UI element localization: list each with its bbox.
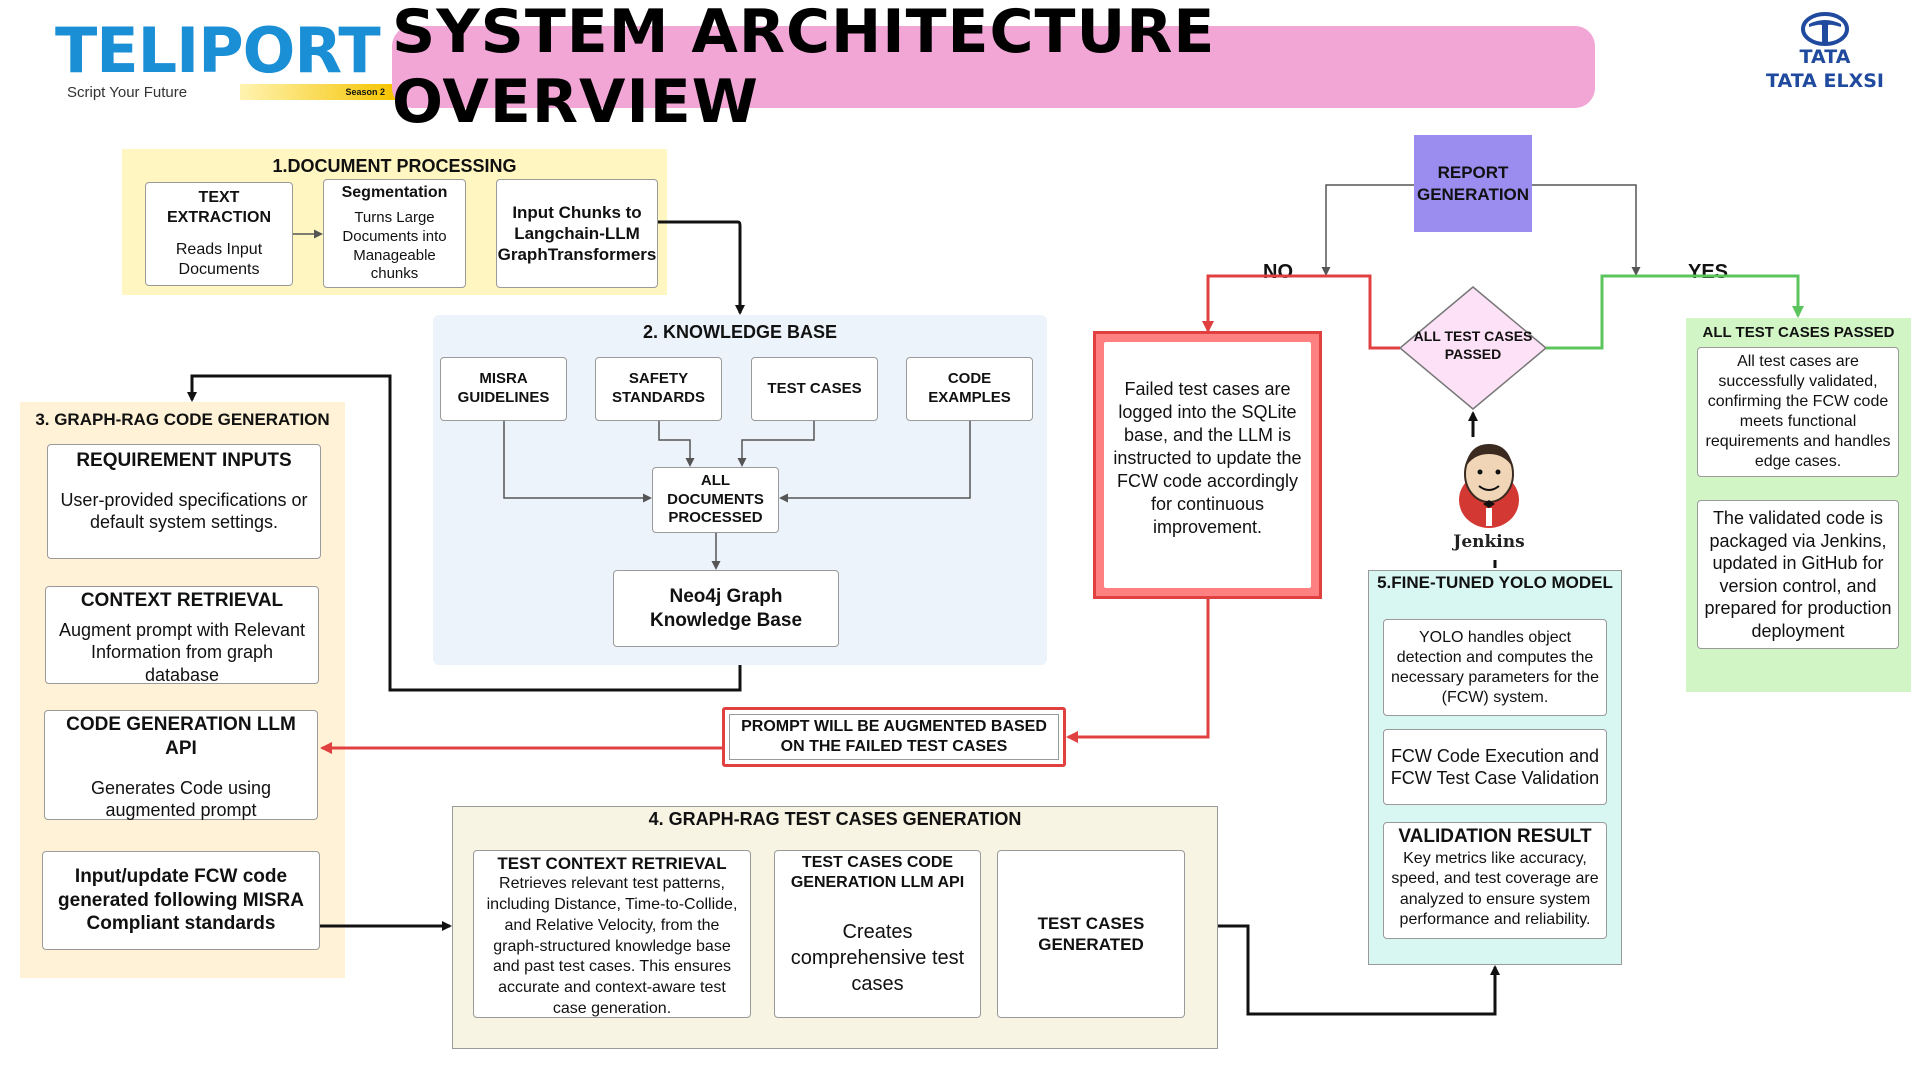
no-label: NO [1261,261,1295,284]
jenkins-logo: Jenkins [1444,438,1534,558]
report-generation-box: REPORT GENERATION [1414,135,1532,232]
test-context-retrieval-body: Retrieves relevant test patterns, includ… [486,875,738,1018]
validation-result-box: VALIDATION RESULT Key metrics like accur… [1383,822,1607,939]
test-generation-title: 4. GRAPH-RAG TEST CASES GENERATION [648,809,1022,829]
yolo-title: 5.FINE-TUNED YOLO MODEL [1377,573,1613,592]
all-passed-title: ALL TEST CASES PASSED [1702,324,1895,341]
fcw-execution-box: FCW Code Execution and FCW Test Case Val… [1383,729,1607,805]
yes-label: YES [1686,261,1731,284]
segmentation-heading: Segmentation [341,184,448,201]
test-llm-api-body: Creates comprehensive test cases [790,921,965,995]
jenkins-label: Jenkins [1453,532,1525,552]
input-chunks-heading: Input Chunks to Langchain-LLM GraphTrans… [497,202,657,265]
text-extraction-box: TEXT EXTRACTION Reads Input Documents [145,182,293,286]
segmentation-box: Segmentation Turns Large Documents into … [323,179,466,288]
test-llm-api-heading: TEST CASES CODE GENERATION LLM API [790,854,965,891]
prompt-augmentation-box: PROMPT WILL BE AUGMENTED BASED ON THE FA… [722,707,1066,767]
failed-test-cases-box: Failed test cases are logged into the SQ… [1093,331,1322,599]
all-passed-validation-box: All test cases are successfully validate… [1697,347,1899,477]
requirement-inputs-heading: REQUIREMENT INPUTS [76,450,292,471]
context-retrieval-body: Augment prompt with Relevant Information… [58,619,306,685]
page-title: SYSTEM ARCHITECTURE OVERVIEW [392,0,1216,137]
code-examples-box: CODE EXAMPLES [906,357,1033,421]
knowledge-base-title: 2. KNOWLEDGE BASE [642,322,838,342]
document-processing-title: 1.DOCUMENT PROCESSING [272,156,517,176]
test-llm-api-box: TEST CASES CODE GENERATION LLM API Creat… [774,850,981,1018]
requirement-inputs-body: User-provided specifications or default … [60,489,308,533]
text-extraction-heading: TEXT EXTRACTION [167,189,271,226]
failed-test-cases-text: Failed test cases are logged into the SQ… [1104,342,1311,588]
context-retrieval-heading: CONTEXT RETRIEVAL [80,590,284,611]
decision-label: ALL TEST CASES PASSED [1413,328,1533,362]
code-generation-llm-api-body: Generates Code using augmented prompt [90,777,272,821]
title-banner: SYSTEM ARCHITECTURE OVERVIEW [392,0,1595,137]
test-cases-generated-box: TEST CASES GENERATED [997,850,1185,1018]
safety-standards-box: SAFETY STANDARDS [595,357,722,421]
text-extraction-body: Reads Input Documents [175,241,263,278]
decision-diamond [1398,286,1548,410]
tata-text: TATA [1799,46,1851,68]
tata-emblem-icon [1801,12,1849,46]
fcw-code-input-heading: Input/update FCW code generated followin… [58,865,304,935]
all-documents-processed-box: ALL DOCUMENTS PROCESSED [652,467,779,533]
test-cases-box: TEST CASES [751,357,878,421]
teliport-logo: TELIPORT Script Your Future Season 2 [55,14,395,105]
yolo-detection-box: YOLO handles object detection and comput… [1383,619,1607,716]
deployment-box: The validated code is packaged via Jenki… [1697,500,1899,649]
teliport-tagline: Script Your Future [67,84,188,101]
context-retrieval-box: CONTEXT RETRIEVAL Augment prompt with Re… [45,586,319,685]
neo4j-knowledge-base-box: Neo4j Graph Knowledge Base [613,570,839,647]
prompt-augmentation-text: PROMPT WILL BE AUGMENTED BASED ON THE FA… [729,714,1059,760]
test-context-retrieval-heading: TEST CONTEXT RETRIEVAL [497,854,727,873]
jenkins-butler-icon [1459,444,1519,528]
season-badge: Season 2 [240,84,395,100]
test-context-retrieval-box: TEST CONTEXT RETRIEVAL Retrieves relevan… [473,850,751,1018]
requirement-inputs-box: REQUIREMENT INPUTS User-provided specifi… [47,444,321,559]
segmentation-body: Turns Large Documents into Manageable ch… [342,209,447,283]
code-generation-llm-api-box: CODE GENERATION LLM API Generates Code u… [44,710,318,820]
validation-result-heading: VALIDATION RESULT [1398,826,1592,847]
teliport-logo-text: TELIPORT [55,14,381,87]
code-generation-title: 3. GRAPH-RAG CODE GENERATION [35,410,330,429]
fcw-code-input-box: Input/update FCW code generated followin… [42,851,320,950]
code-generation-llm-api-heading: CODE GENERATION LLM API [66,714,296,759]
misra-guidelines-box: MISRA GUIDELINES [440,357,567,421]
validation-result-body: Key metrics like accuracy, speed, and te… [1391,849,1599,929]
tata-elxsi-text: TATA ELXSI [1765,70,1884,92]
tata-logo: TATA TATA ELXSI [1745,12,1905,107]
input-chunks-box: Input Chunks to Langchain-LLM GraphTrans… [496,179,658,288]
